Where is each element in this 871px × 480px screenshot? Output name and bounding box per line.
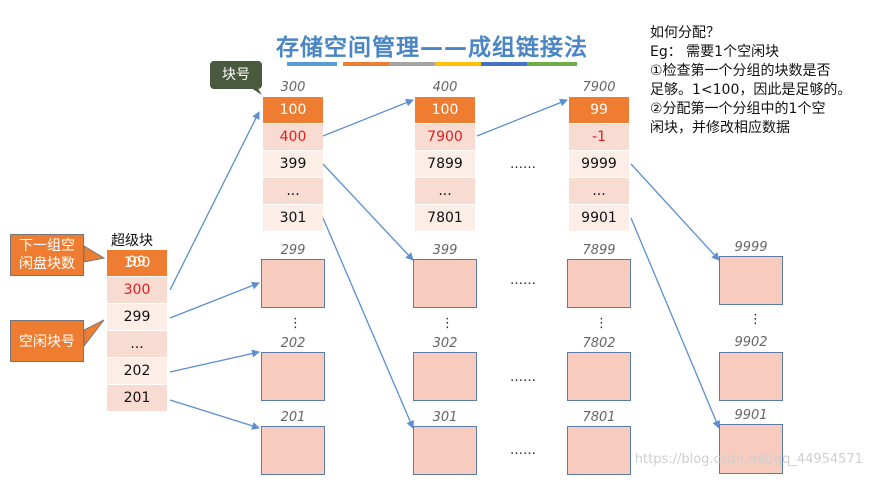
notes-line: ②分配第一个分组中的1个空 [650, 101, 826, 117]
superblock-count-new: 99 [128, 254, 146, 270]
superblock-cell: 300 [107, 277, 167, 303]
ellipsis-h: …… [510, 370, 536, 385]
group-cell: 400 [263, 124, 323, 150]
arrow-line [630, 163, 720, 261]
group-cell: -1 [569, 124, 629, 150]
vertical-ellipsis: ⋮ [441, 316, 454, 331]
group-cell: ... [415, 178, 475, 204]
group-cell: 99 [569, 97, 629, 123]
superblock-cell: 299 [107, 304, 167, 330]
disk-block [567, 259, 631, 308]
disk-block [719, 424, 783, 474]
superblock-cell: 100 99 [107, 250, 167, 276]
diagram-title: 存储空间管理——成组链接法 [276, 35, 588, 61]
free-block-callout: 空闲块号 [10, 320, 84, 362]
color-bar-segment [527, 62, 577, 66]
superblock-count-old: 100 [123, 255, 151, 271]
block-label: 9901 [734, 408, 768, 423]
arrow-line [169, 399, 260, 430]
block-label: 9999 [734, 240, 768, 255]
ellipsis-h: …… [510, 157, 536, 172]
arrow-line [322, 163, 414, 261]
disk-block [261, 352, 325, 401]
arrow-line [169, 349, 260, 373]
block-label: 9902 [734, 335, 768, 350]
block-label: 202 [280, 336, 306, 351]
disk-block [413, 426, 477, 475]
group-cell: 7899 [415, 151, 475, 177]
disk-block [261, 426, 325, 475]
block-label: 7801 [582, 410, 616, 425]
disk-block [567, 426, 631, 475]
disk-block [719, 256, 783, 305]
group-cell: ... [569, 178, 629, 204]
disk-block [719, 352, 783, 401]
callout-pointer [83, 245, 106, 263]
block-label: 7802 [582, 336, 616, 351]
disk-block [261, 259, 325, 308]
arrow-line [630, 217, 720, 429]
group-cell: 100 [415, 97, 475, 123]
callout-pointer [83, 319, 105, 348]
vertical-ellipsis: ⋮ [749, 312, 762, 327]
color-bar-segment [287, 62, 337, 66]
notes-line: 足够。1<100，因此是足够的。 [650, 82, 852, 98]
superblock-cell: 202 [107, 358, 167, 384]
group-block-label: 7900 [582, 80, 616, 95]
vertical-ellipsis: ⋮ [289, 316, 302, 331]
color-bar-segment [343, 62, 393, 66]
block-label: 7899 [582, 243, 616, 258]
notes-line: ①检查第一个分组的块数是否 [650, 63, 831, 79]
superblock-cell: 201 [107, 385, 167, 411]
color-bar-segment [481, 62, 531, 66]
notes-line: Eg： 需要1个空闲块 [650, 44, 780, 60]
notes-panel: 如何分配？ Eg： 需要1个空闲块 ①检查第一个分组的块数是否 足够。1<100… [650, 24, 871, 138]
group-block-label: 400 [432, 80, 458, 95]
group-cell: 301 [263, 205, 323, 231]
vertical-ellipsis: ⋮ [595, 316, 608, 331]
block-label: 399 [432, 243, 458, 258]
notes-line: 如何分配？ [650, 25, 720, 41]
group-cell: ... [263, 178, 323, 204]
color-bar-segment [435, 62, 485, 66]
notes-line: 闲块，并修改相应数据 [650, 120, 790, 136]
group-cell: 7801 [415, 205, 475, 231]
block-label: 299 [280, 243, 306, 258]
color-bar-segment [389, 62, 439, 66]
disk-block [567, 352, 631, 401]
disk-block [413, 352, 477, 401]
ellipsis-h: …… [510, 273, 536, 288]
next-group-count-callout: 下一组空 闲盘块数 [10, 234, 84, 276]
group-cell: 100 [263, 97, 323, 123]
arrow-line [322, 98, 414, 137]
group-block-label: 300 [280, 80, 306, 95]
block-label: 201 [280, 410, 306, 425]
superblock-label: 超级块 [111, 233, 153, 249]
block-number-tag: 块号 [210, 61, 262, 89]
superblock-cell: ... [107, 331, 167, 357]
ellipsis-h: …… [510, 443, 536, 458]
disk-block [413, 259, 477, 308]
block-label: 301 [432, 410, 458, 425]
arrow-line [322, 217, 414, 429]
arrow-line [169, 111, 260, 291]
group-cell: 7900 [415, 124, 475, 150]
watermark: https://blog.csdn.net/qq_44954571 [634, 452, 863, 467]
group-cell: 9999 [569, 151, 629, 177]
arrow-line [169, 281, 260, 319]
group-cell: 9901 [569, 205, 629, 231]
group-cell: 399 [263, 151, 323, 177]
arrow-line [476, 98, 568, 137]
block-label: 302 [432, 336, 458, 351]
